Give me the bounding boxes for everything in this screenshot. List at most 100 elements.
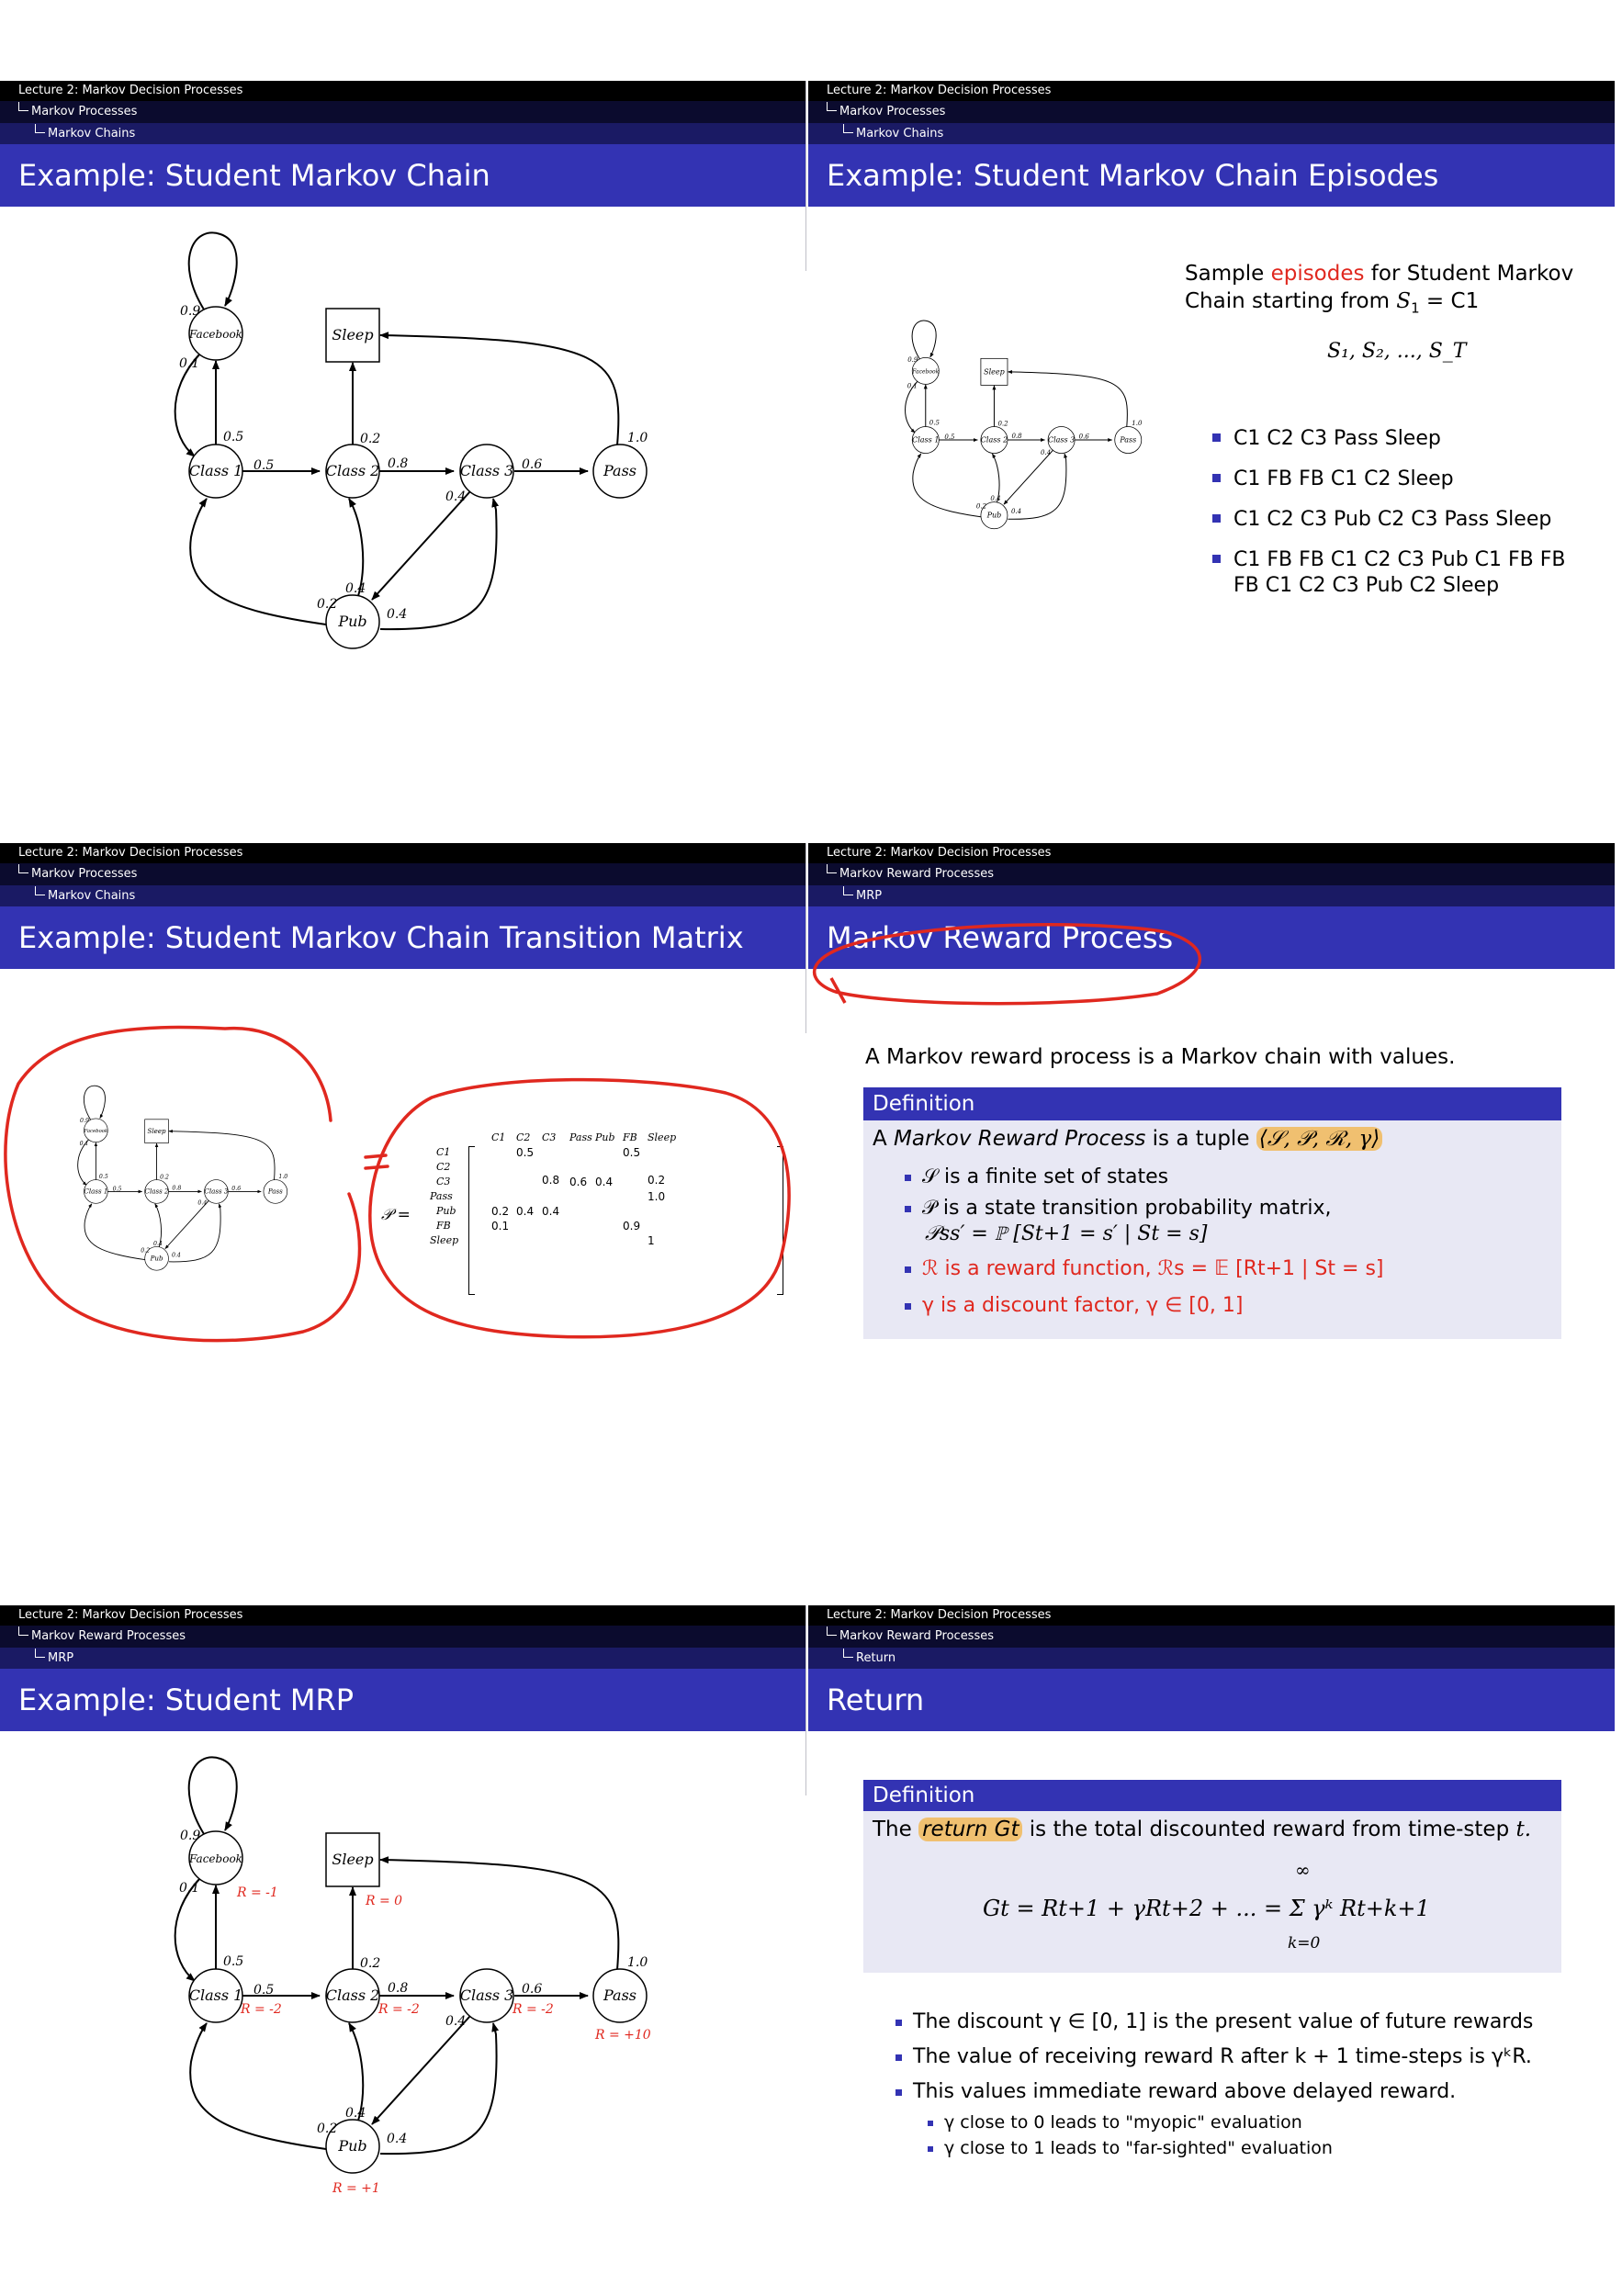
node-pass	[592, 444, 648, 499]
prob-label: 0.2	[360, 432, 380, 446]
node-label: Pass	[603, 462, 636, 479]
edge-fb-c1	[77, 1139, 90, 1186]
node-label: Pub	[986, 512, 1002, 520]
prob-label: 0.4	[445, 490, 466, 504]
prob-label: 0.5	[944, 433, 955, 441]
edge-pub-c1	[189, 2022, 327, 2150]
node-label: Class 3	[1048, 436, 1075, 445]
edge-fb-self	[187, 231, 238, 310]
node-pass	[1114, 426, 1143, 454]
matrix-cell: 0.9	[623, 1220, 641, 1232]
node-c2	[325, 1968, 380, 2023]
prob-label: 0.6	[231, 1186, 241, 1192]
node-sleep	[325, 1832, 380, 1887]
node-label: Class 3	[204, 1187, 228, 1196]
bullet-item: This values immediate reward above delay…	[895, 2075, 1612, 2110]
node-c2	[325, 444, 380, 499]
edge-pub-c2	[348, 2022, 365, 2122]
header-subsection: MRP	[808, 885, 1615, 906]
node-sleep	[980, 357, 1008, 386]
edge-c3-pub	[1003, 449, 1053, 505]
prob-label: 0.4	[387, 607, 407, 622]
slide-header: Lecture 2: Markov Decision Processes Mar…	[808, 1605, 1615, 1731]
matrix-row-header: FB	[436, 1220, 451, 1232]
reward-label: R = -2	[512, 2002, 554, 2017]
prob-label: 0.2	[317, 2122, 337, 2136]
edge-pass-sleep	[168, 1130, 276, 1181]
matrix-cell: 0.8	[542, 1174, 560, 1187]
matrix-col-header: FB	[623, 1131, 637, 1143]
prob-label: 0.1	[179, 1881, 199, 1896]
circle-around-matrix	[368, 1077, 791, 1339]
episode-item: C1 C2 C3 Pub C2 C3 Pass Sleep	[1212, 507, 1607, 547]
reward-label: R = -1	[236, 1885, 278, 1900]
definition-items: 𝒮 is a finite set of states 𝒫 is a state…	[905, 1159, 1552, 1324]
definition-body: The return Gt is the total discounted re…	[863, 1811, 1561, 1973]
node-c2	[144, 1179, 169, 1204]
matrix-row-header: Pub	[436, 1205, 456, 1217]
slide-header: Lecture 2: Markov Decision Processes Mar…	[0, 843, 806, 969]
header-subsection: Markov Chains	[808, 123, 1615, 144]
matrix-cell: 0.1	[491, 1220, 510, 1232]
matrix-row-header: Sleep	[430, 1234, 459, 1246]
prob-label: 0.1	[179, 356, 199, 371]
node-label: Pub	[337, 2137, 366, 2155]
header-section: Markov Processes	[0, 101, 806, 123]
matrix-col-header: C3	[542, 1131, 557, 1143]
header-section: Markov Reward Processes	[808, 863, 1615, 885]
node-pub	[144, 1246, 169, 1271]
matrix-cell: 0.4	[542, 1205, 560, 1218]
node-c2	[980, 426, 1008, 454]
slide-divider	[805, 81, 806, 271]
prob-label: 0.4	[172, 1253, 181, 1259]
matrix-cell: 0.4	[595, 1176, 614, 1188]
prob-label: 0.2	[317, 597, 337, 612]
node-label: Class 1	[189, 462, 243, 479]
edge-fb-c1	[174, 353, 201, 457]
node-c3	[459, 444, 514, 499]
prob-label: 0.2	[360, 1956, 380, 1971]
matrix-cell: 0.6	[569, 1176, 588, 1188]
node-c1	[911, 426, 940, 454]
reward-label: R = +1	[332, 2181, 380, 2196]
node-label: Pass	[1119, 436, 1136, 445]
header-lecture: Lecture 2: Markov Decision Processes	[808, 843, 1615, 863]
prob-label: 0.5	[929, 418, 941, 426]
edge-fb-c1	[905, 380, 918, 433]
edge-fb-self	[187, 1756, 238, 1835]
node-c3	[1047, 426, 1076, 454]
node-pub	[325, 2119, 380, 2174]
reward-label: R = 0	[365, 1894, 402, 1908]
slide-transition-matrix: Lecture 2: Markov Decision Processes Mar…	[0, 762, 806, 1497]
matrix-cell: 0.2	[648, 1174, 666, 1187]
header-lecture: Lecture 2: Markov Decision Processes	[808, 1605, 1615, 1626]
node-label: Facebook	[911, 368, 939, 375]
sub-bullet-item: γ close to 0 leads to "myopic" evaluatio…	[928, 2110, 1612, 2135]
edge-pub-c2	[991, 453, 1000, 503]
node-c1	[188, 1968, 243, 2023]
node-c3	[459, 1968, 514, 2023]
tuple-highlight: ⟨𝒮, 𝒫, ℛ, γ⟩	[1256, 1127, 1383, 1151]
definition-header: Definition	[863, 1780, 1561, 1811]
slide-markov-reward-process: Lecture 2: Markov Decision Processes Mar…	[808, 762, 1615, 1497]
node-c1	[188, 444, 243, 499]
slide-header: Lecture 2: Markov Decision Processes Mar…	[808, 81, 1615, 207]
node-label: Class 2	[145, 1187, 169, 1196]
definition-body: A Markov Reward Process is a tuple ⟨𝒮, 𝒫…	[863, 1120, 1561, 1339]
slide-title: Example: Student Markov Chain	[0, 144, 806, 207]
slide-header: Lecture 2: Markov Decision Processes Mar…	[0, 81, 806, 207]
edge-pass-sleep	[379, 1856, 620, 1971]
prob-label: 0.8	[388, 1981, 408, 1996]
prob-label: 0.8	[172, 1186, 181, 1192]
slide-title: Markov Reward Process	[808, 906, 1615, 969]
matrix-col-header: C1	[491, 1131, 506, 1143]
slide-student-markov-chain: Lecture 2: Markov Decision Processes Mar…	[0, 0, 806, 735]
prob-label: 0.2	[997, 419, 1008, 427]
bullet-item: The value of receiving reward R after k …	[895, 2040, 1612, 2075]
prob-label: 0.2	[976, 502, 987, 511]
prob-label: 0.9	[907, 355, 918, 364]
